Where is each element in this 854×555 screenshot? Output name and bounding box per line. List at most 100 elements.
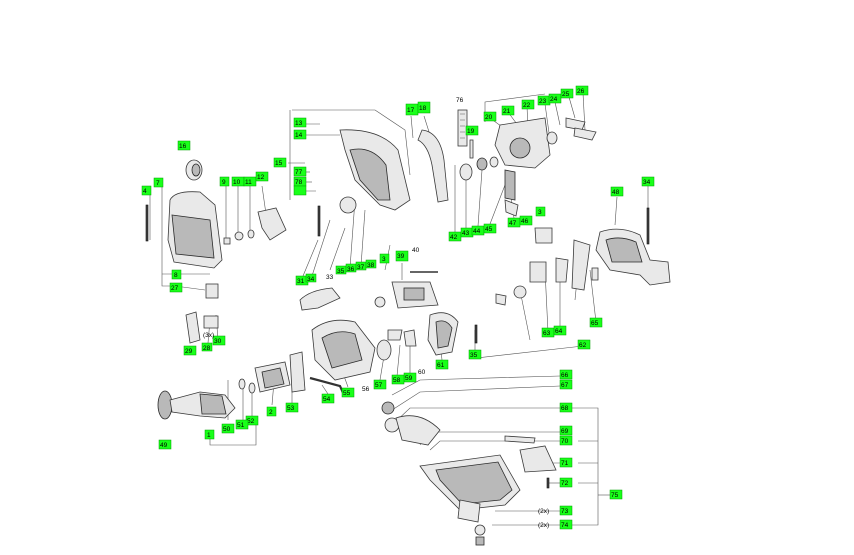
- callout-39: 39: [395, 250, 409, 262]
- block-part-30: [203, 315, 219, 329]
- curved-rail-part-18: [417, 129, 449, 203]
- svg-text:9: 9: [222, 179, 226, 186]
- callout-54: 55: [341, 387, 355, 398]
- svg-text:50: 50: [223, 426, 231, 433]
- svg-text:34: 34: [643, 179, 651, 186]
- svg-text:74: 74: [561, 522, 569, 529]
- ring-part-42: [459, 163, 473, 181]
- svg-text:56: 56: [362, 386, 370, 393]
- callout-56: 57: [373, 379, 387, 390]
- callout-1: 1: [204, 429, 215, 440]
- lever-part-26: [573, 127, 597, 141]
- callout-43: 44: [471, 225, 485, 236]
- svg-text:10: 10: [233, 179, 241, 186]
- callout-10: 10: [231, 176, 245, 187]
- screw-part-36: [474, 324, 478, 344]
- svg-text:60: 60: [418, 369, 426, 376]
- housing-cover-grille: [171, 214, 215, 259]
- callout-65: 66: [559, 369, 573, 380]
- svg-text:23: 23: [539, 98, 547, 105]
- callout-69: 70: [559, 435, 573, 446]
- svg-text:63: 63: [543, 330, 551, 337]
- svg-text:1: 1: [207, 432, 211, 439]
- callout-23: 23: [537, 95, 551, 106]
- callout-48: 49: [158, 439, 172, 450]
- quantity-note-2x-a: (2x): [538, 508, 549, 515]
- svg-text:67: 67: [561, 382, 569, 389]
- svg-text:37: 37: [357, 264, 365, 271]
- callout-17: 17: [405, 103, 419, 116]
- lever-part-69: [504, 435, 536, 444]
- callout-62: 63: [541, 327, 555, 338]
- callout-38: 38: [365, 259, 377, 269]
- svg-text:55: 55: [343, 390, 351, 397]
- svg-text:64: 64: [555, 328, 563, 335]
- screw-part-4: [145, 204, 149, 242]
- callout-61: 62: [577, 339, 591, 350]
- svg-text:57: 57: [375, 382, 383, 389]
- clip-part-45: [504, 199, 519, 217]
- callout-46: 47: [507, 217, 521, 228]
- callout-59: 60: [418, 369, 426, 376]
- svg-text:73: 73: [561, 508, 569, 515]
- svg-text:44: 44: [473, 228, 481, 235]
- svg-text:20: 20: [485, 114, 493, 121]
- svg-text:(3x): (3x): [203, 332, 214, 339]
- clip-part-27: [205, 283, 219, 299]
- scale-part-75: [457, 109, 468, 147]
- callout-labels: 4 7 8 27 16 9 10 11 12 15 13 14 77 78 17…: [141, 85, 655, 530]
- callout-8: 8: [171, 269, 182, 280]
- strip-part-72: [457, 499, 481, 523]
- callout-57: 58: [391, 374, 405, 385]
- svg-text:78: 78: [295, 179, 303, 186]
- svg-text:76: 76: [456, 97, 464, 104]
- svg-text:7: 7: [156, 180, 160, 187]
- callout-25: 25: [560, 88, 574, 99]
- svg-text:(2x): (2x): [538, 522, 549, 529]
- callout-14: 14: [293, 129, 307, 140]
- svg-text:77: 77: [295, 169, 303, 176]
- callout-2: 2: [266, 406, 277, 417]
- callout-33-a: 33: [326, 274, 334, 281]
- screw-part-35: [646, 207, 650, 245]
- svg-text:(2x): (2x): [538, 508, 549, 515]
- svg-text:72: 72: [561, 480, 569, 487]
- washer-part-11: [247, 229, 255, 239]
- callout-11: 11: [243, 176, 257, 187]
- svg-text:52: 52: [247, 418, 255, 425]
- callout-4: 4: [141, 185, 152, 196]
- svg-text:13: 13: [295, 120, 303, 127]
- svg-text:3: 3: [538, 209, 542, 216]
- svg-text:4: 4: [143, 188, 147, 195]
- svg-text:45: 45: [485, 226, 493, 233]
- bracket-part-70: [519, 445, 557, 473]
- svg-text:12: 12: [257, 174, 265, 181]
- bearing-part-43: [476, 157, 488, 171]
- bearing-part-55: [376, 339, 392, 361]
- callout-77: 78: [293, 176, 307, 187]
- callout-29: 29: [183, 345, 197, 356]
- svg-text:22: 22: [523, 102, 531, 109]
- callout-73: 74: [559, 519, 573, 530]
- svg-text:68: 68: [561, 405, 569, 412]
- callout-35-a: 34: [641, 176, 655, 187]
- callout-28: 28: [201, 342, 213, 352]
- shaft-part-19: [469, 139, 474, 159]
- spring-part-64: [591, 267, 599, 281]
- bearing-part-50: [238, 378, 246, 390]
- switch-lever-part-62: [571, 239, 591, 291]
- svg-text:2: 2: [269, 409, 273, 416]
- callout-42: 43: [460, 227, 474, 238]
- callout-66: 67: [559, 379, 573, 390]
- callout-71: 72: [559, 477, 573, 488]
- flange-part-37: [339, 196, 357, 214]
- callout-58: 59: [403, 372, 417, 383]
- lower-guard-part-67: [395, 415, 441, 446]
- screw-part-71: [546, 477, 550, 489]
- svg-text:46: 46: [521, 218, 529, 225]
- callout-22: 22: [521, 99, 535, 110]
- callout-9: 9: [219, 176, 230, 187]
- callout-12: 12: [255, 171, 269, 182]
- callout-47: 48: [610, 186, 624, 197]
- callout-78: [293, 185, 307, 196]
